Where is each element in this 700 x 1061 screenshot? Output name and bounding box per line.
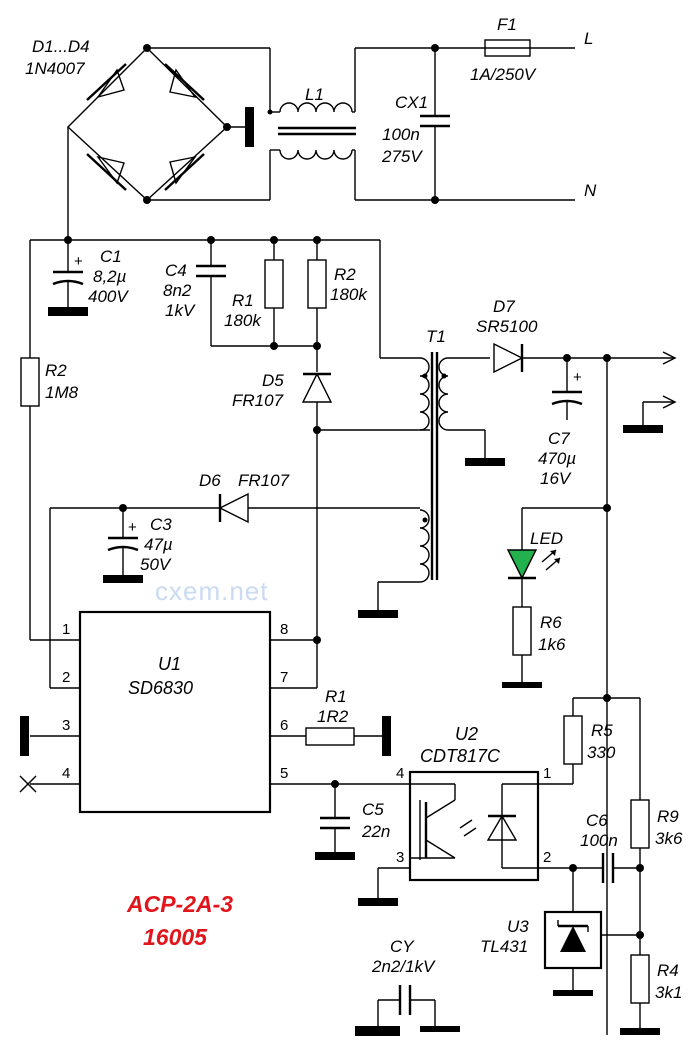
pin-u1-8: 8 — [280, 621, 288, 638]
aux-supply — [49, 492, 249, 689]
labels: D1...D4 1N4007 L1 CX1 100n 275V F1 1A/25… — [25, 15, 683, 1002]
label-c7-v1: 470µ — [538, 449, 576, 468]
transformer-t1 — [248, 240, 505, 618]
pin-u1-3: 3 — [62, 717, 70, 734]
label-r1b: R1 — [325, 687, 347, 706]
label-r2b: R2 — [45, 361, 67, 380]
label-t1: T1 — [426, 327, 446, 346]
primary-snubber — [20, 236, 430, 641]
label-cx1-v1: 100n — [382, 125, 420, 144]
label-d5: D5 — [262, 371, 284, 390]
pin-u2-4: 4 — [396, 765, 404, 782]
label-c4: C4 — [165, 261, 187, 280]
label-c1: C1 — [100, 247, 122, 266]
feedback-network — [538, 694, 660, 1035]
pin-u1-1: 1 — [62, 621, 70, 638]
label-u1-val: SD6830 — [128, 678, 193, 698]
label-c7-plus: + — [573, 369, 582, 386]
label-u2: U2 — [455, 724, 478, 744]
label-d7: D7 — [493, 297, 515, 316]
input-filter — [355, 39, 575, 204]
capacitor-cy — [355, 985, 460, 1036]
label-r6-val: 1k6 — [538, 635, 566, 654]
label-c3-v2: 50V — [140, 555, 172, 574]
label-r6: R6 — [540, 613, 562, 632]
title-model: ACP-2A-3 — [126, 891, 233, 917]
label-f1: F1 — [497, 15, 517, 34]
label-c1-plus: + — [74, 253, 83, 270]
label-cx1: CX1 — [395, 93, 428, 112]
pin-u1-5: 5 — [280, 765, 288, 782]
label-cy: CY — [390, 937, 415, 956]
title-code: 16005 — [143, 924, 208, 950]
pin-u2-1: 1 — [543, 765, 551, 782]
label-c3-v1: 47µ — [144, 535, 173, 554]
label-c1-v2: 400V — [88, 287, 129, 306]
label-c3: C3 — [150, 515, 172, 534]
label-u2-val: CDT817C — [420, 746, 501, 766]
label-led: LED — [530, 529, 563, 548]
label-bridge-val: 1N4007 — [25, 59, 85, 78]
label-d5-val: FR107 — [232, 391, 284, 410]
label-r4-val: 3k1 — [655, 983, 682, 1002]
label-line-n: N — [584, 181, 597, 200]
label-r5: R5 — [591, 721, 613, 740]
label-r9: R9 — [657, 807, 679, 826]
label-line-l: L — [584, 29, 593, 48]
controller-u1 — [19, 610, 410, 860]
label-u3: U3 — [507, 917, 529, 936]
label-r1a: R1 — [232, 291, 254, 310]
label-c1-v1: 8,2µ — [93, 267, 127, 286]
label-d6-val: FR107 — [238, 471, 290, 490]
pin-u1-7: 7 — [280, 669, 288, 686]
optocoupler-u2 — [358, 770, 573, 906]
pin-u2-2: 2 — [543, 849, 551, 866]
label-d6: D6 — [199, 471, 221, 490]
pin-u1-2: 2 — [62, 669, 70, 686]
label-cx1-v2: 275V — [381, 147, 423, 166]
label-r2a: R2 — [334, 265, 356, 284]
label-bridge-ref: D1...D4 — [32, 37, 90, 56]
label-c3-plus: + — [128, 519, 137, 536]
label-r2b-val: 1M8 — [45, 383, 79, 402]
label-c5-val: 22n — [361, 822, 390, 841]
label-c4-v1: 8n2 — [163, 281, 192, 300]
led-indicator — [502, 504, 611, 688]
choke-l1 — [147, 47, 356, 201]
pin-u1-4: 4 — [62, 765, 70, 782]
watermark: cxem.net — [155, 576, 269, 606]
label-c6: C6 — [586, 811, 608, 830]
label-c4-v2: 1kV — [165, 301, 196, 320]
label-f1-val: 1A/250V — [470, 65, 537, 84]
label-cy-val: 2n2/1kV — [371, 957, 436, 976]
label-r1a-val: 180k — [224, 311, 262, 330]
label-l1: L1 — [305, 85, 324, 104]
label-d7-val: SR5100 — [476, 317, 538, 336]
label-r9-val: 3k6 — [655, 829, 683, 848]
label-r1b-val: 1R2 — [317, 707, 349, 726]
pin-u2-3: 3 — [396, 849, 404, 866]
label-r5-val: 330 — [587, 743, 616, 762]
bridge-rectifier — [66, 44, 254, 240]
label-c7-v2: 16V — [540, 469, 572, 488]
pin-u1-6: 6 — [280, 717, 288, 734]
label-r2a-val: 180k — [330, 285, 368, 304]
label-u1: U1 — [158, 654, 181, 674]
label-c6-val: 100n — [580, 831, 618, 850]
label-c5: C5 — [362, 800, 384, 819]
label-c7: C7 — [548, 429, 570, 448]
label-u3-val: TL431 — [480, 937, 528, 956]
label-r4: R4 — [657, 961, 679, 980]
